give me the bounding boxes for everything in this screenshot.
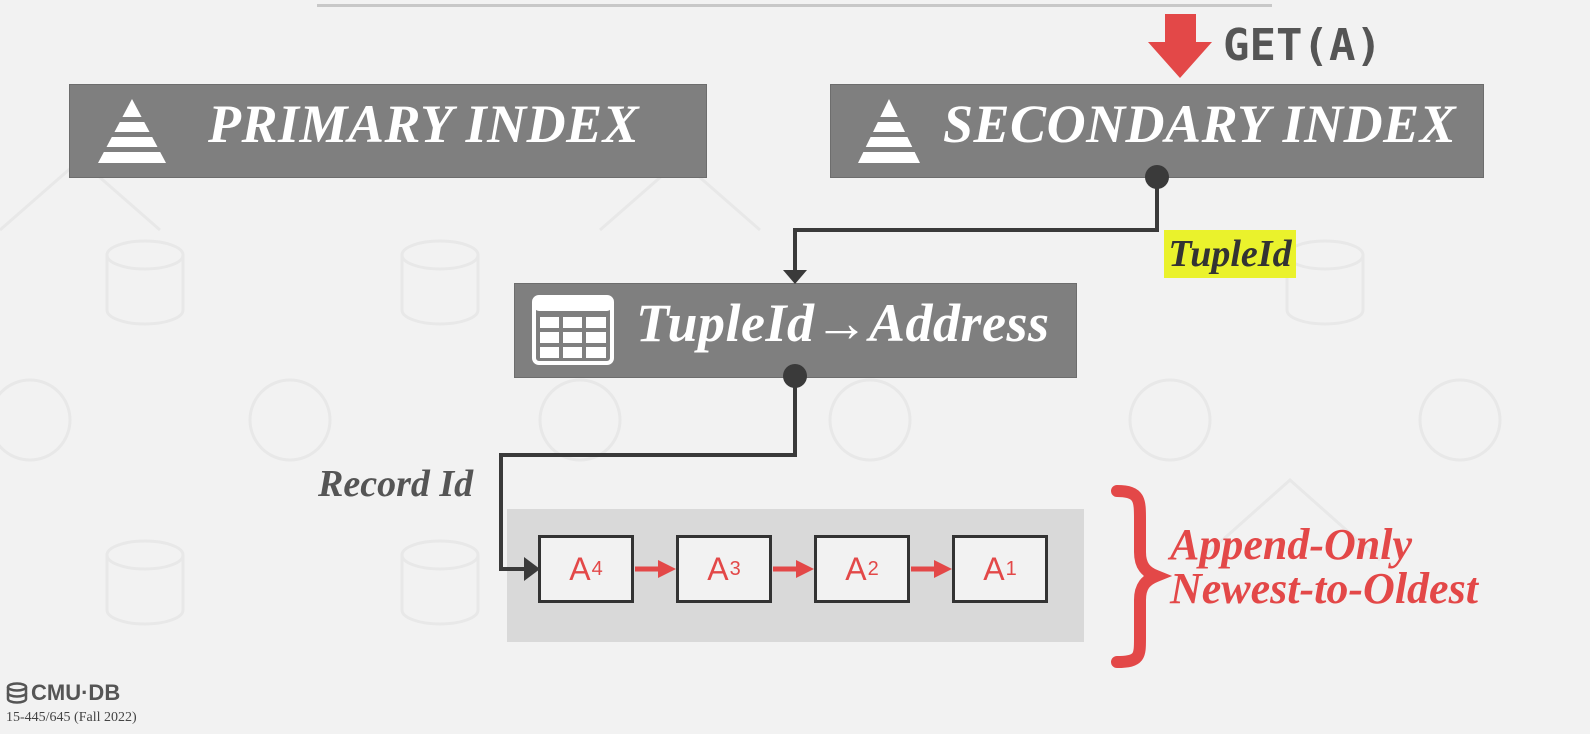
record-id-pointer-label: Record Id [318, 463, 474, 505]
chain-note-line2: Newest-to-Oldest [1170, 564, 1478, 613]
get-query-label: GET(A) [1223, 20, 1382, 71]
primary-index-box: PRIMARY INDEX [69, 84, 707, 178]
top-rule [317, 4, 1272, 7]
database-icon [6, 682, 28, 704]
pyramid-icon [96, 99, 168, 163]
cmu-db-logo: CMU·DB [6, 680, 120, 706]
secondary-index-label: SECONDARY INDEX [943, 94, 1457, 154]
logo-text: CMU·DB [31, 680, 121, 705]
chain-note-line1: Append-Only [1170, 520, 1412, 569]
pyramid-icon [856, 99, 922, 163]
secondary-index-box: SECONDARY INDEX [830, 84, 1484, 178]
primary-index-label: PRIMARY INDEX [208, 94, 640, 154]
table-grid-icon [532, 295, 614, 365]
tupleid-pointer-label: TupleId [1164, 230, 1296, 278]
chain-note: Append-Only Newest-to-Oldest [1170, 523, 1478, 611]
mapping-table-label: TupleId→Address [636, 293, 1050, 353]
tupleid-address-table-box: TupleId→Address [514, 283, 1077, 378]
course-label: 15-445/645 (Fall 2022) [6, 710, 137, 725]
